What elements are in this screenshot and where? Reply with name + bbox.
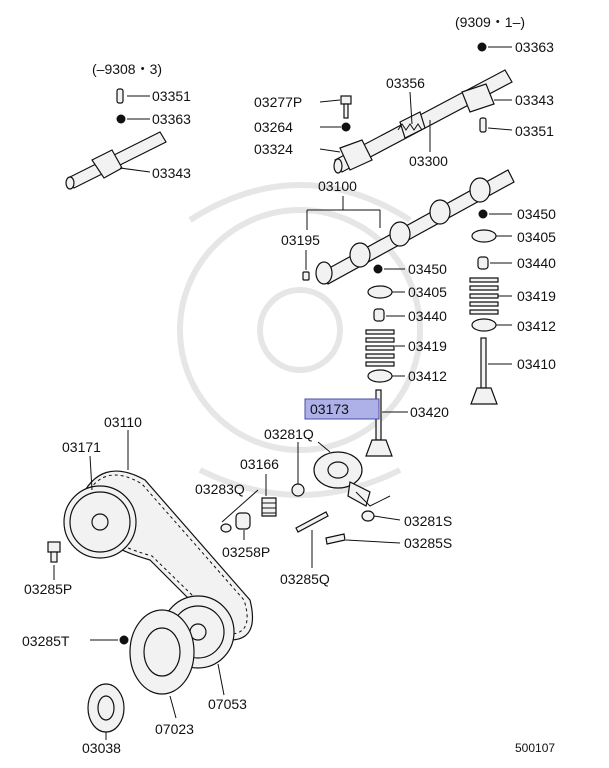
label-03412-right[interactable]: 03412 <box>517 318 556 334</box>
label-03420[interactable]: 03420 <box>410 404 449 420</box>
label-03100[interactable]: 03100 <box>318 178 357 194</box>
rocker-arm-03324[interactable] <box>339 139 373 171</box>
label-03450-left[interactable]: 03450 <box>408 261 447 277</box>
rocker-shaft-old[interactable] <box>65 131 167 190</box>
spring-03356[interactable] <box>397 123 423 131</box>
flange-07023[interactable] <box>129 609 195 695</box>
label-03343-new[interactable]: 03343 <box>515 92 554 108</box>
seal-03440-a[interactable] <box>373 308 385 322</box>
label-03283q[interactable]: 03283Q <box>195 481 245 497</box>
bolt-03285q[interactable] <box>295 511 329 533</box>
nut-03363-old[interactable] <box>116 114 126 124</box>
cotter-03450-b[interactable] <box>478 209 488 219</box>
label-03281q[interactable]: 03281Q <box>264 426 314 442</box>
label-version-new: (9309・1–) <box>455 14 525 30</box>
key-03195[interactable] <box>302 271 310 281</box>
camshaft-sprocket-03171[interactable] <box>63 485 137 559</box>
diagram-id: 500107 <box>515 741 555 755</box>
label-03351-old[interactable]: 03351 <box>152 88 191 104</box>
label-07053[interactable]: 07053 <box>208 696 247 712</box>
label-03285q[interactable]: 03285Q <box>280 571 330 587</box>
rocker-arm-03343-new[interactable] <box>461 83 495 113</box>
sprocket-03038[interactable] <box>87 683 125 733</box>
bolt-03277p[interactable] <box>340 95 352 119</box>
retainer-03405-a[interactable] <box>367 285 393 299</box>
pin-03351-old[interactable] <box>116 88 124 104</box>
label-03440-left[interactable]: 03440 <box>408 308 447 324</box>
label-03356[interactable]: 03356 <box>386 75 425 91</box>
label-03324[interactable]: 03324 <box>254 141 293 157</box>
pin-03351-new[interactable] <box>479 117 487 133</box>
seal-03440-b[interactable] <box>477 256 489 270</box>
camshaft-03100[interactable] <box>315 169 515 285</box>
label-03285s[interactable]: 03285S <box>404 535 452 551</box>
label-03419-left[interactable]: 03419 <box>408 338 447 354</box>
label-03038[interactable]: 03038 <box>82 740 121 756</box>
seat-03412-a[interactable] <box>367 369 393 383</box>
label-03166[interactable]: 03166 <box>240 456 279 472</box>
spring-03166[interactable] <box>261 497 277 517</box>
label-03412-left[interactable]: 03412 <box>408 368 447 384</box>
valve-03410[interactable] <box>470 337 498 405</box>
label-03343-old[interactable]: 03343 <box>152 165 191 181</box>
label-03173[interactable]: 03173 <box>310 401 349 417</box>
nut-03283q[interactable] <box>220 523 232 533</box>
label-03258p[interactable]: 03258P <box>222 544 270 560</box>
nut-03264[interactable] <box>341 122 351 132</box>
label-03405-right[interactable]: 03405 <box>517 229 556 245</box>
label-03277p[interactable]: 03277P <box>254 94 302 110</box>
spring-03419-b[interactable] <box>469 277 499 315</box>
highlight-box-03173[interactable] <box>304 398 380 420</box>
label-03351-new[interactable]: 03351 <box>515 123 554 139</box>
label-03281s[interactable]: 03281S <box>404 513 452 529</box>
label-03110[interactable]: 03110 <box>104 414 142 430</box>
label-03410[interactable]: 03410 <box>517 356 556 372</box>
washer-03281s[interactable] <box>361 510 375 522</box>
label-03363-old[interactable]: 03363 <box>152 111 191 127</box>
label-07023[interactable]: 07023 <box>155 721 194 737</box>
label-03285p[interactable]: 03285P <box>24 581 72 597</box>
label-03363-new[interactable]: 03363 <box>515 39 554 55</box>
nut-03363-new[interactable] <box>477 42 487 52</box>
label-03195[interactable]: 03195 <box>281 232 320 248</box>
label-03419-right[interactable]: 03419 <box>517 288 556 304</box>
label-03450-right[interactable]: 03450 <box>517 206 556 222</box>
bolt-03285s[interactable] <box>325 533 346 545</box>
bolt-03285p[interactable] <box>47 541 61 563</box>
washer-03281q[interactable] <box>291 483 305 497</box>
label-03405-left[interactable]: 03405 <box>408 284 447 300</box>
label-03264[interactable]: 03264 <box>254 119 293 135</box>
label-03285t[interactable]: 03285T <box>22 633 70 649</box>
seat-03412-b[interactable] <box>471 318 497 332</box>
label-03300[interactable]: 03300 <box>409 153 448 169</box>
label-03440-right[interactable]: 03440 <box>517 255 556 271</box>
label-03171[interactable]: 03171 <box>62 439 101 455</box>
retainer-03405-b[interactable] <box>471 229 497 243</box>
spring-03419-a[interactable] <box>365 329 395 367</box>
spacer-03258p[interactable] <box>235 512 251 530</box>
cotter-03450-a[interactable] <box>373 264 383 274</box>
label-version-old: (–9308・3) <box>92 61 162 77</box>
bolt-03285t[interactable] <box>119 635 129 645</box>
